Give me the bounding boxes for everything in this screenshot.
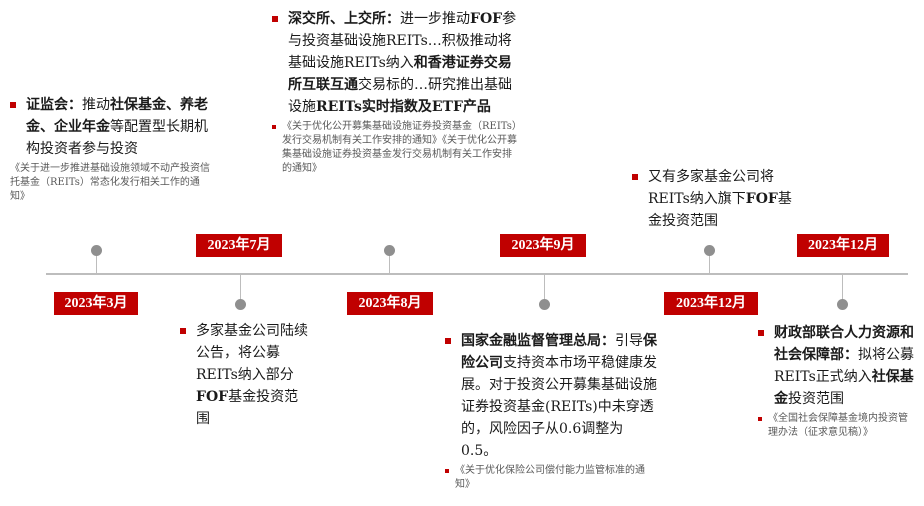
event-4-org: 国家金融监督管理总局： [461,333,615,349]
stem-3 [389,250,390,273]
event-5: 又有多家基金公司将REITs纳入旗下FOF基金投资范围 [632,166,792,232]
event-5-text: 又有多家基金公司将REITs纳入旗下FOF基金投资范围 [632,166,792,232]
event-6-org: 财政部联合人力资源和社会保障部： [774,325,914,363]
event-6-b1: 社保基金 [774,369,914,407]
event-6-t1: 拟将公募REITs正式纳入 [774,347,914,385]
event-1-t1: 推动 [82,97,110,113]
event-3-t2: 参与投资基础设施REITs…积极推动将基础设施REITs纳入 [288,11,517,71]
event-3-org: 深交所、上交所： [288,11,400,27]
event-4-text: 国家金融监督管理总局：引导保险公司支持资本市场平稳健康发展。对于投资公开募集基础… [445,330,657,462]
date-label-5: 2023年12月 [664,292,758,315]
event-2-t1: 多家基金公司陆续公告，将公募REITs纳入部分 [196,323,308,383]
timeline-axis [46,273,908,275]
event-6-t2: 投资范围 [788,391,844,407]
event-1-org: 证监会： [26,97,82,113]
event-2-b1: FOF [196,389,229,405]
timeline-dot-2 [235,299,246,310]
event-3: 深交所、上交所：进一步推动FOF参与投资基础设施REITs…积极推动将基础设施R… [272,8,520,176]
event-3-b3: REITs实时指数及ETF产品 [316,99,491,115]
date-label-4: 2023年9月 [500,234,586,257]
bullet-marker [10,102,16,108]
timeline-dot-1 [91,245,102,256]
ref-bullet-marker [445,469,449,473]
event-4: 国家金融监督管理总局：引导保险公司支持资本市场平稳健康发展。对于投资公开募集基础… [445,330,657,492]
event-3-ref-text: 《关于优化公开募集基础设施证券投资基金（REITs）发行交易机制有关工作安排的通… [282,121,517,174]
date-label-6: 2023年12月 [797,234,889,257]
event-3-text: 深交所、上交所：进一步推动FOF参与投资基础设施REITs…积极推动将基础设施R… [272,8,520,118]
event-6-text: 财政部联合人力资源和社会保障部：拟将公募REITs正式纳入社保基金投资范围 [758,322,916,410]
event-6-reference: 《全国社会保障基金境内投资管理办法（征求意见稿）》 [758,412,916,440]
event-4-t2: 支持资本市场平稳健康发展。对于投资公开募集基础设施证券投资基金(REITs)中未… [461,355,657,459]
event-4-reference: 《关于优化保险公司偿付能力监管标准的通知》 [445,464,657,492]
stem-6 [842,275,843,302]
event-2-t2: 基金投资范围 [196,389,299,427]
ref-bullet-marker [272,125,276,129]
bullet-marker [445,338,451,344]
event-3-t1: 进一步推动 [400,11,470,27]
ref-bullet-marker [758,417,762,421]
event-3-t3: 交易标的…研究推出基础设施 [288,77,512,115]
date-label-3: 2023年8月 [347,292,433,315]
timeline-dot-5 [704,245,715,256]
event-1: 证监会：推动社保基金、养老金、企业年金等配置型长期机构投资者参与投资 《关于进一… [10,94,210,204]
event-5-t1: 又有多家基金公司将REITs纳入旗下 [648,169,774,207]
event-5-t2: 基金投资范围 [648,191,792,229]
stem-4 [544,275,545,302]
stem-2 [240,275,241,302]
event-4-b1: 保险公司 [461,333,657,371]
event-6-ref-text: 《全国社会保障基金境内投资管理办法（征求意见稿）》 [768,413,908,438]
stem-1 [96,250,97,273]
event-2: 多家基金公司陆续公告，将公募REITs纳入部分 FOF基金投资范围 [180,320,310,430]
event-1-text: 证监会：推动社保基金、养老金、企业年金等配置型长期机构投资者参与投资 [10,94,210,160]
event-4-ref-text: 《关于优化保险公司偿付能力监管标准的通知》 [455,465,645,490]
event-3-b1: FOF [470,11,503,27]
bullet-marker [180,328,186,334]
bullet-marker [758,330,764,336]
stem-5 [709,250,710,273]
bullet-marker [632,174,638,180]
timeline-dot-3 [384,245,395,256]
event-6: 财政部联合人力资源和社会保障部：拟将公募REITs正式纳入社保基金投资范围 《全… [758,322,916,440]
event-3-b2: 和香港证券交易所互联互通 [288,55,512,93]
event-5-b1: FOF [745,191,778,207]
event-2-text: 多家基金公司陆续公告，将公募REITs纳入部分 FOF基金投资范围 [180,320,310,430]
event-1-reference: 《关于进一步推进基础设施领域不动产投资信托基金（REITs）常态化发行相关工作的… [10,163,210,202]
timeline-dot-4 [539,299,550,310]
event-3-reference: 《关于优化公开募集基础设施证券投资基金（REITs）发行交易机制有关工作安排的通… [272,120,520,176]
date-label-2: 2023年7月 [196,234,282,257]
event-1-t2: 等配置型长期机构投资者参与投资 [26,119,208,157]
event-4-t1: 引导 [615,333,643,349]
timeline-dot-6 [837,299,848,310]
date-label-1: 2023年3月 [54,292,138,315]
event-1-b1: 社保基金、养老金、企业年金 [26,97,208,135]
bullet-marker [272,16,278,22]
